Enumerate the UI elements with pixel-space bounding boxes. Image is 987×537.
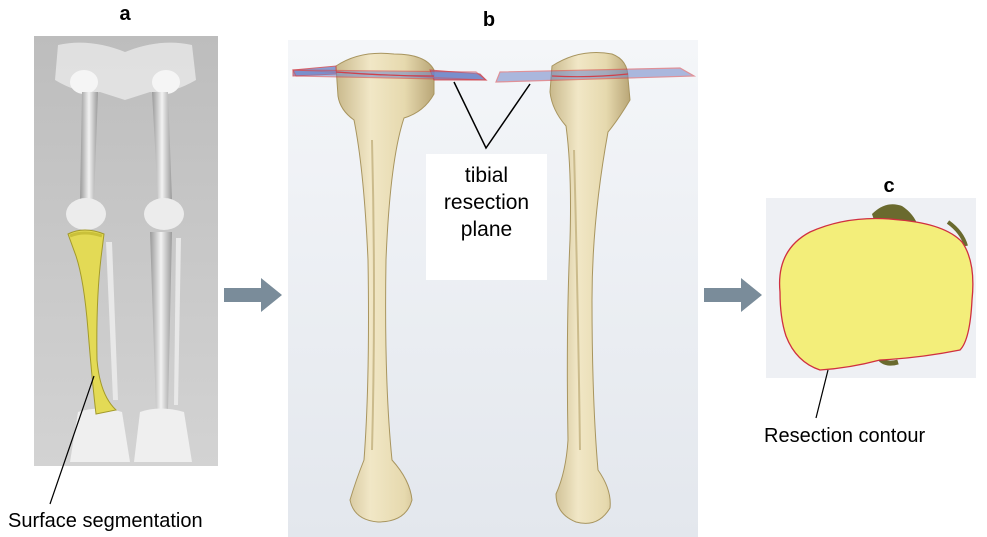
label-line-3: plane xyxy=(426,216,547,243)
panel-a-xray xyxy=(34,36,218,466)
arrow-right-icon xyxy=(224,278,282,312)
label-line-2: resection xyxy=(426,189,547,216)
resection-contour-shape xyxy=(780,219,973,371)
panel-label-b: b xyxy=(483,10,495,30)
label-line-1: tibial xyxy=(426,162,547,189)
resection-plane-label: tibial resection plane xyxy=(426,154,547,280)
panel-label-a: a xyxy=(119,4,130,24)
caption-resection-contour: Resection contour xyxy=(764,426,925,446)
panel-label-c: c xyxy=(883,176,894,196)
arrow-right-icon-2 xyxy=(704,278,762,312)
panel-b-render xyxy=(288,40,698,537)
caption-surface-segmentation: Surface segmentation xyxy=(8,511,203,531)
panel-c-contour xyxy=(766,198,976,378)
